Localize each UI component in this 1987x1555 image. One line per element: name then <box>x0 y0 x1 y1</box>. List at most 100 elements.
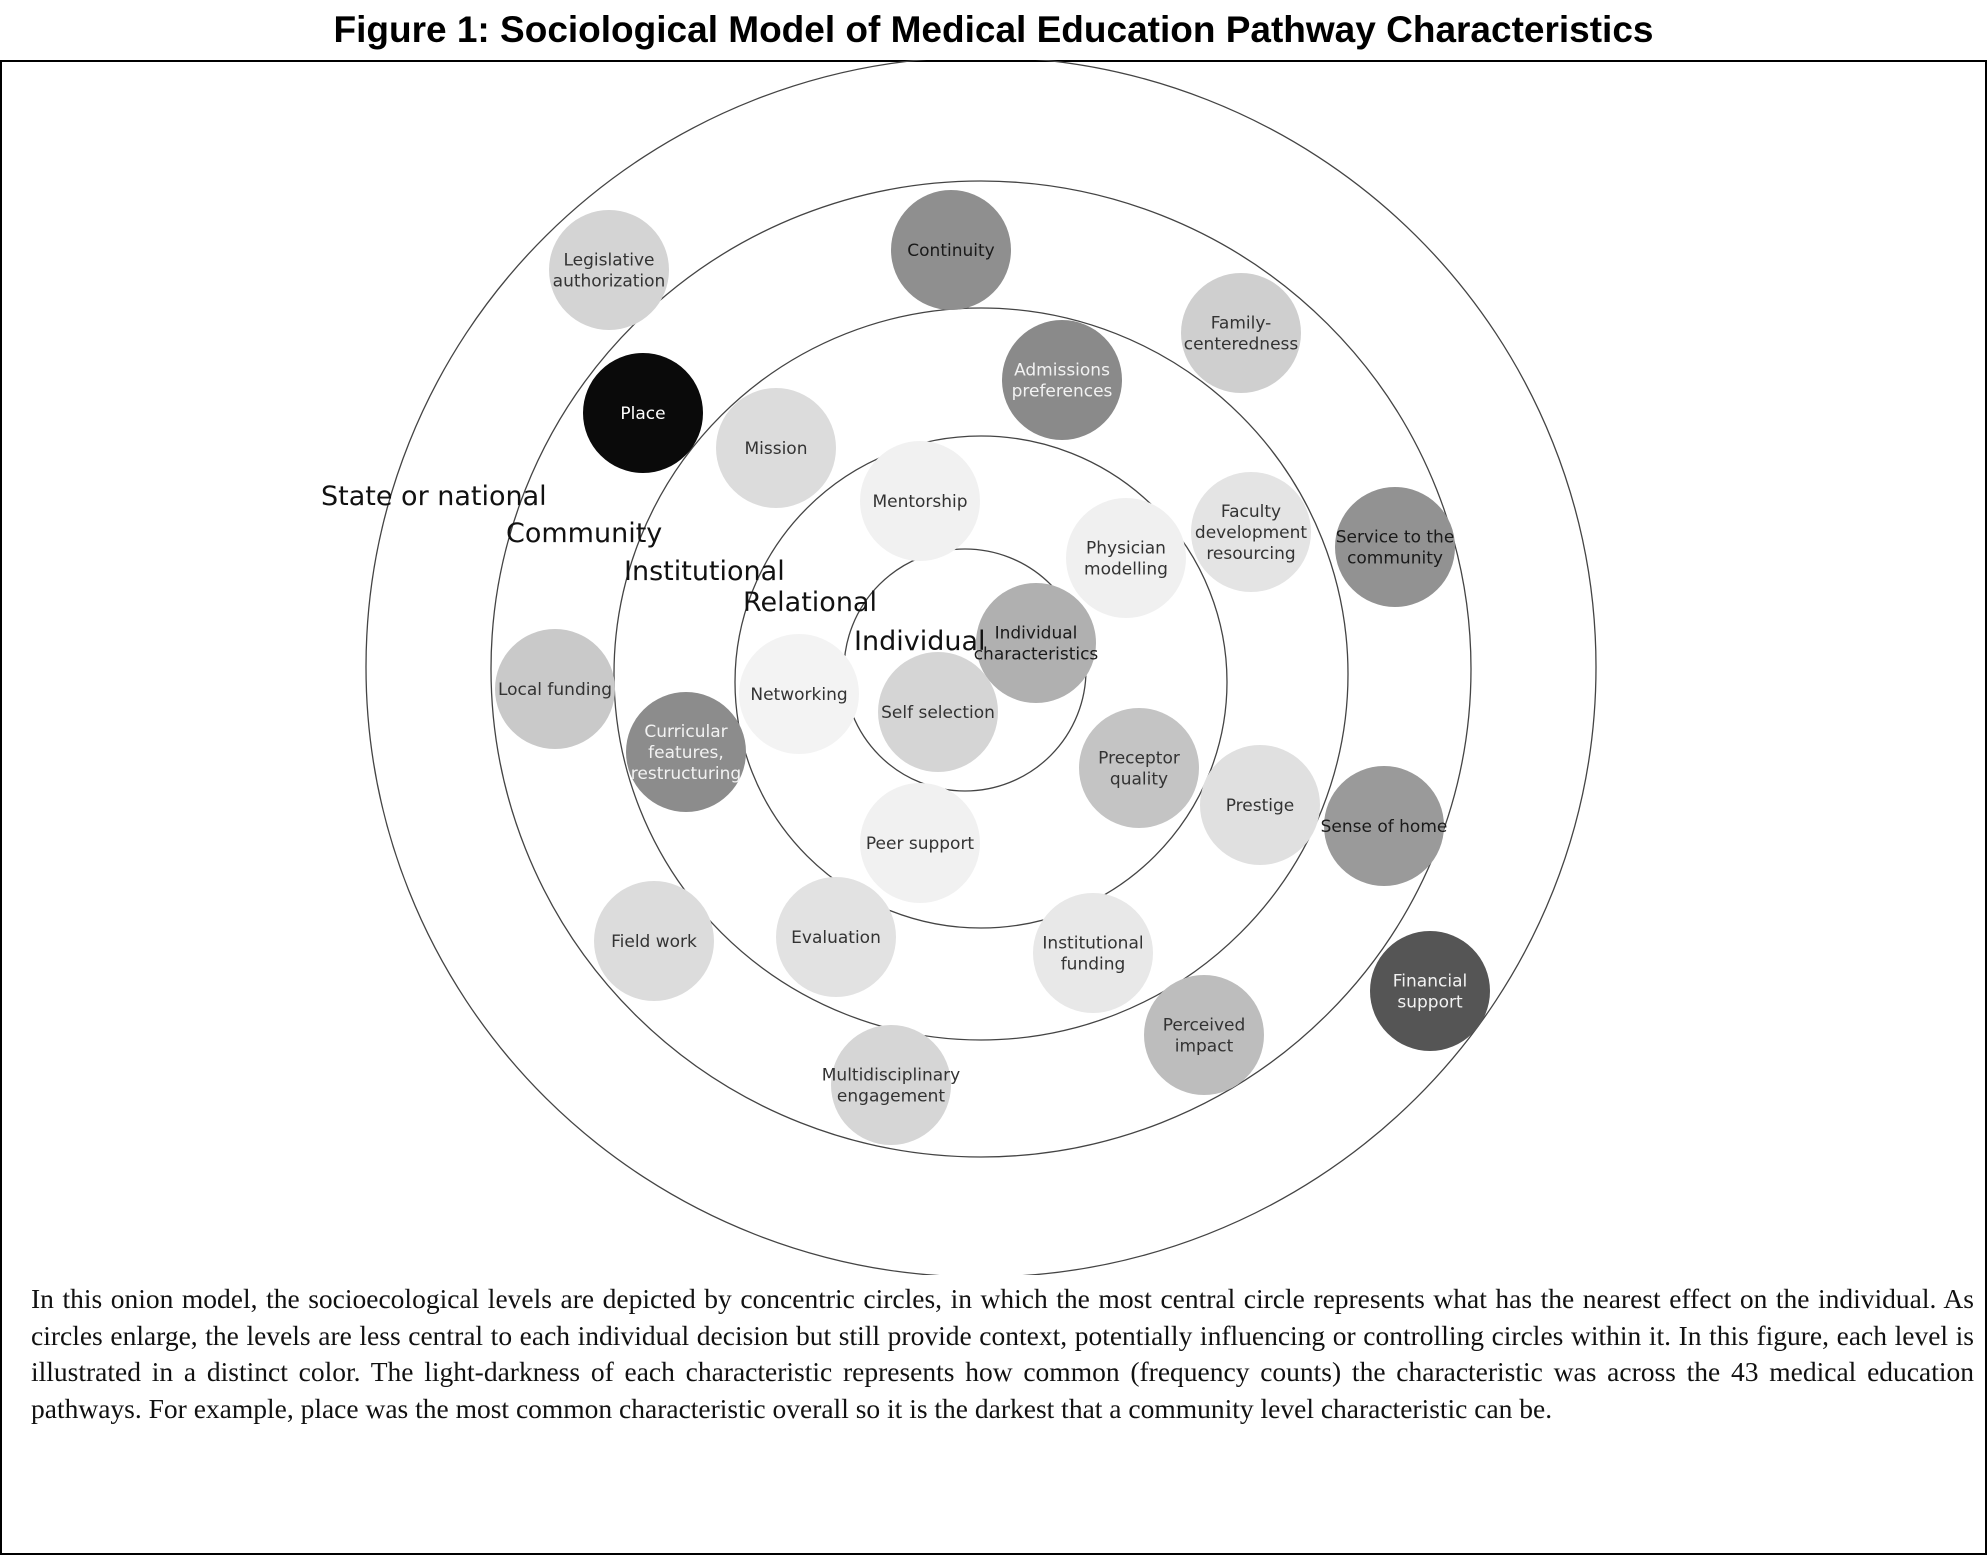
characteristic-family: Family-centeredness <box>1181 273 1301 393</box>
characteristic-bubble <box>976 583 1096 703</box>
characteristic-label: support <box>1397 993 1463 1013</box>
characteristic-label: quality <box>1110 770 1168 790</box>
characteristic-bubble <box>626 692 746 812</box>
characteristic-bubble <box>1002 320 1122 440</box>
figure-caption: In this onion model, the socioecological… <box>31 1283 1974 1424</box>
characteristic-self-selection: Self selection <box>878 652 998 772</box>
characteristic-networking: Networking <box>739 634 859 754</box>
characteristic-label: development <box>1195 523 1307 543</box>
ring-relational <box>734 435 1228 929</box>
characteristic-label: Individual <box>995 624 1078 644</box>
characteristic-label: Service to the <box>1336 528 1455 548</box>
characteristic-label: preferences <box>1012 382 1113 402</box>
characteristic-bubble <box>878 652 998 772</box>
characteristic-label: Perceived <box>1163 1016 1246 1036</box>
level-label-institutional: Institutional <box>624 556 785 587</box>
characteristic-bubble <box>1066 498 1186 618</box>
characteristic-label: authorization <box>553 272 666 292</box>
level-label-state: State or national <box>321 481 547 512</box>
characteristic-label: Admissions <box>1014 361 1110 381</box>
characteristic-field: Field work <box>594 881 714 1001</box>
ring-institutional <box>613 307 1349 1041</box>
characteristic-bubble <box>583 353 703 473</box>
characteristic-prestige: Prestige <box>1200 745 1320 865</box>
characteristic-place: Place <box>583 353 703 473</box>
characteristic-bubble <box>1033 893 1153 1013</box>
characteristic-local: Local funding <box>495 629 615 749</box>
ring-state <box>365 60 1597 1275</box>
characteristic-label: features, <box>648 743 724 763</box>
characteristic-mentorship: Mentorship <box>860 441 980 561</box>
figure-title: Figure 1: Sociological Model of Medical … <box>333 9 1654 50</box>
characteristic-bubble <box>716 388 836 508</box>
characteristic-bubble <box>549 210 669 330</box>
characteristic-label: Family- <box>1211 314 1272 334</box>
characteristic-bubble <box>495 629 615 749</box>
characteristic-label: centeredness <box>1184 335 1299 355</box>
level-label-individual: Individual <box>854 626 986 657</box>
characteristic-label: Institutional <box>1042 934 1143 954</box>
concentric-rings <box>365 60 1597 1275</box>
characteristic-bubble <box>1370 931 1490 1051</box>
characteristic-label: Networking <box>750 685 847 705</box>
characteristic-bubble <box>1144 975 1264 1095</box>
characteristic-label: Legislative <box>563 251 654 271</box>
characteristic-label: Place <box>620 404 665 424</box>
characteristic-bubble <box>739 634 859 754</box>
characteristic-label: Sense of home <box>1321 817 1448 837</box>
figure-frame <box>0 60 1987 1555</box>
characteristic-label: Self selection <box>881 703 995 723</box>
characteristic-label: Mentorship <box>872 492 967 512</box>
characteristic-label: Preceptor <box>1098 749 1180 769</box>
characteristic-label: Evaluation <box>791 928 881 948</box>
characteristic-continuity: Continuity <box>891 190 1011 310</box>
characteristic-peer: Peer support <box>860 783 980 903</box>
characteristic-bubble <box>831 1025 951 1145</box>
characteristic-label: Curricular <box>644 722 727 742</box>
characteristic-label: Continuity <box>907 241 994 261</box>
characteristic-sense-home: Sense of home <box>1321 766 1448 886</box>
characteristic-label: resourcing <box>1206 544 1295 564</box>
characteristic-bubble <box>1191 472 1311 592</box>
characteristic-bubble <box>860 783 980 903</box>
characteristic-label: funding <box>1061 955 1126 975</box>
characteristic-label: Field work <box>611 932 697 952</box>
characteristic-label: Local funding <box>498 680 612 700</box>
characteristic-bubble <box>860 441 980 561</box>
characteristic-bubble <box>594 881 714 1001</box>
characteristic-bubble <box>1079 708 1199 828</box>
characteristic-label: Physician <box>1086 539 1166 559</box>
ring-community <box>490 180 1472 1158</box>
characteristic-evaluation: Evaluation <box>776 877 896 997</box>
characteristic-label: engagement <box>837 1087 945 1107</box>
characteristic-mission: Mission <box>716 388 836 508</box>
characteristic-label: impact <box>1175 1037 1234 1057</box>
characteristic-label: Prestige <box>1226 796 1295 816</box>
characteristic-label: characteristics <box>974 645 1099 665</box>
level-label-community: Community <box>506 518 662 549</box>
characteristic-label: Mission <box>744 439 807 459</box>
characteristic-label: Multidisciplinary <box>822 1066 960 1086</box>
characteristic-bubble <box>1335 487 1455 607</box>
level-labels: State or national Community Institutiona… <box>321 481 986 657</box>
level-label-relational: Relational <box>743 587 877 618</box>
characteristic-label: Financial <box>1393 972 1467 992</box>
characteristic-label: Peer support <box>866 834 975 854</box>
characteristic-bubble <box>776 877 896 997</box>
characteristic-bubble <box>891 190 1011 310</box>
characteristic-label: modelling <box>1084 560 1168 580</box>
characteristic-bubble <box>1200 745 1320 865</box>
characteristic-bubble <box>1324 766 1444 886</box>
characteristic-bubble <box>1181 273 1301 393</box>
